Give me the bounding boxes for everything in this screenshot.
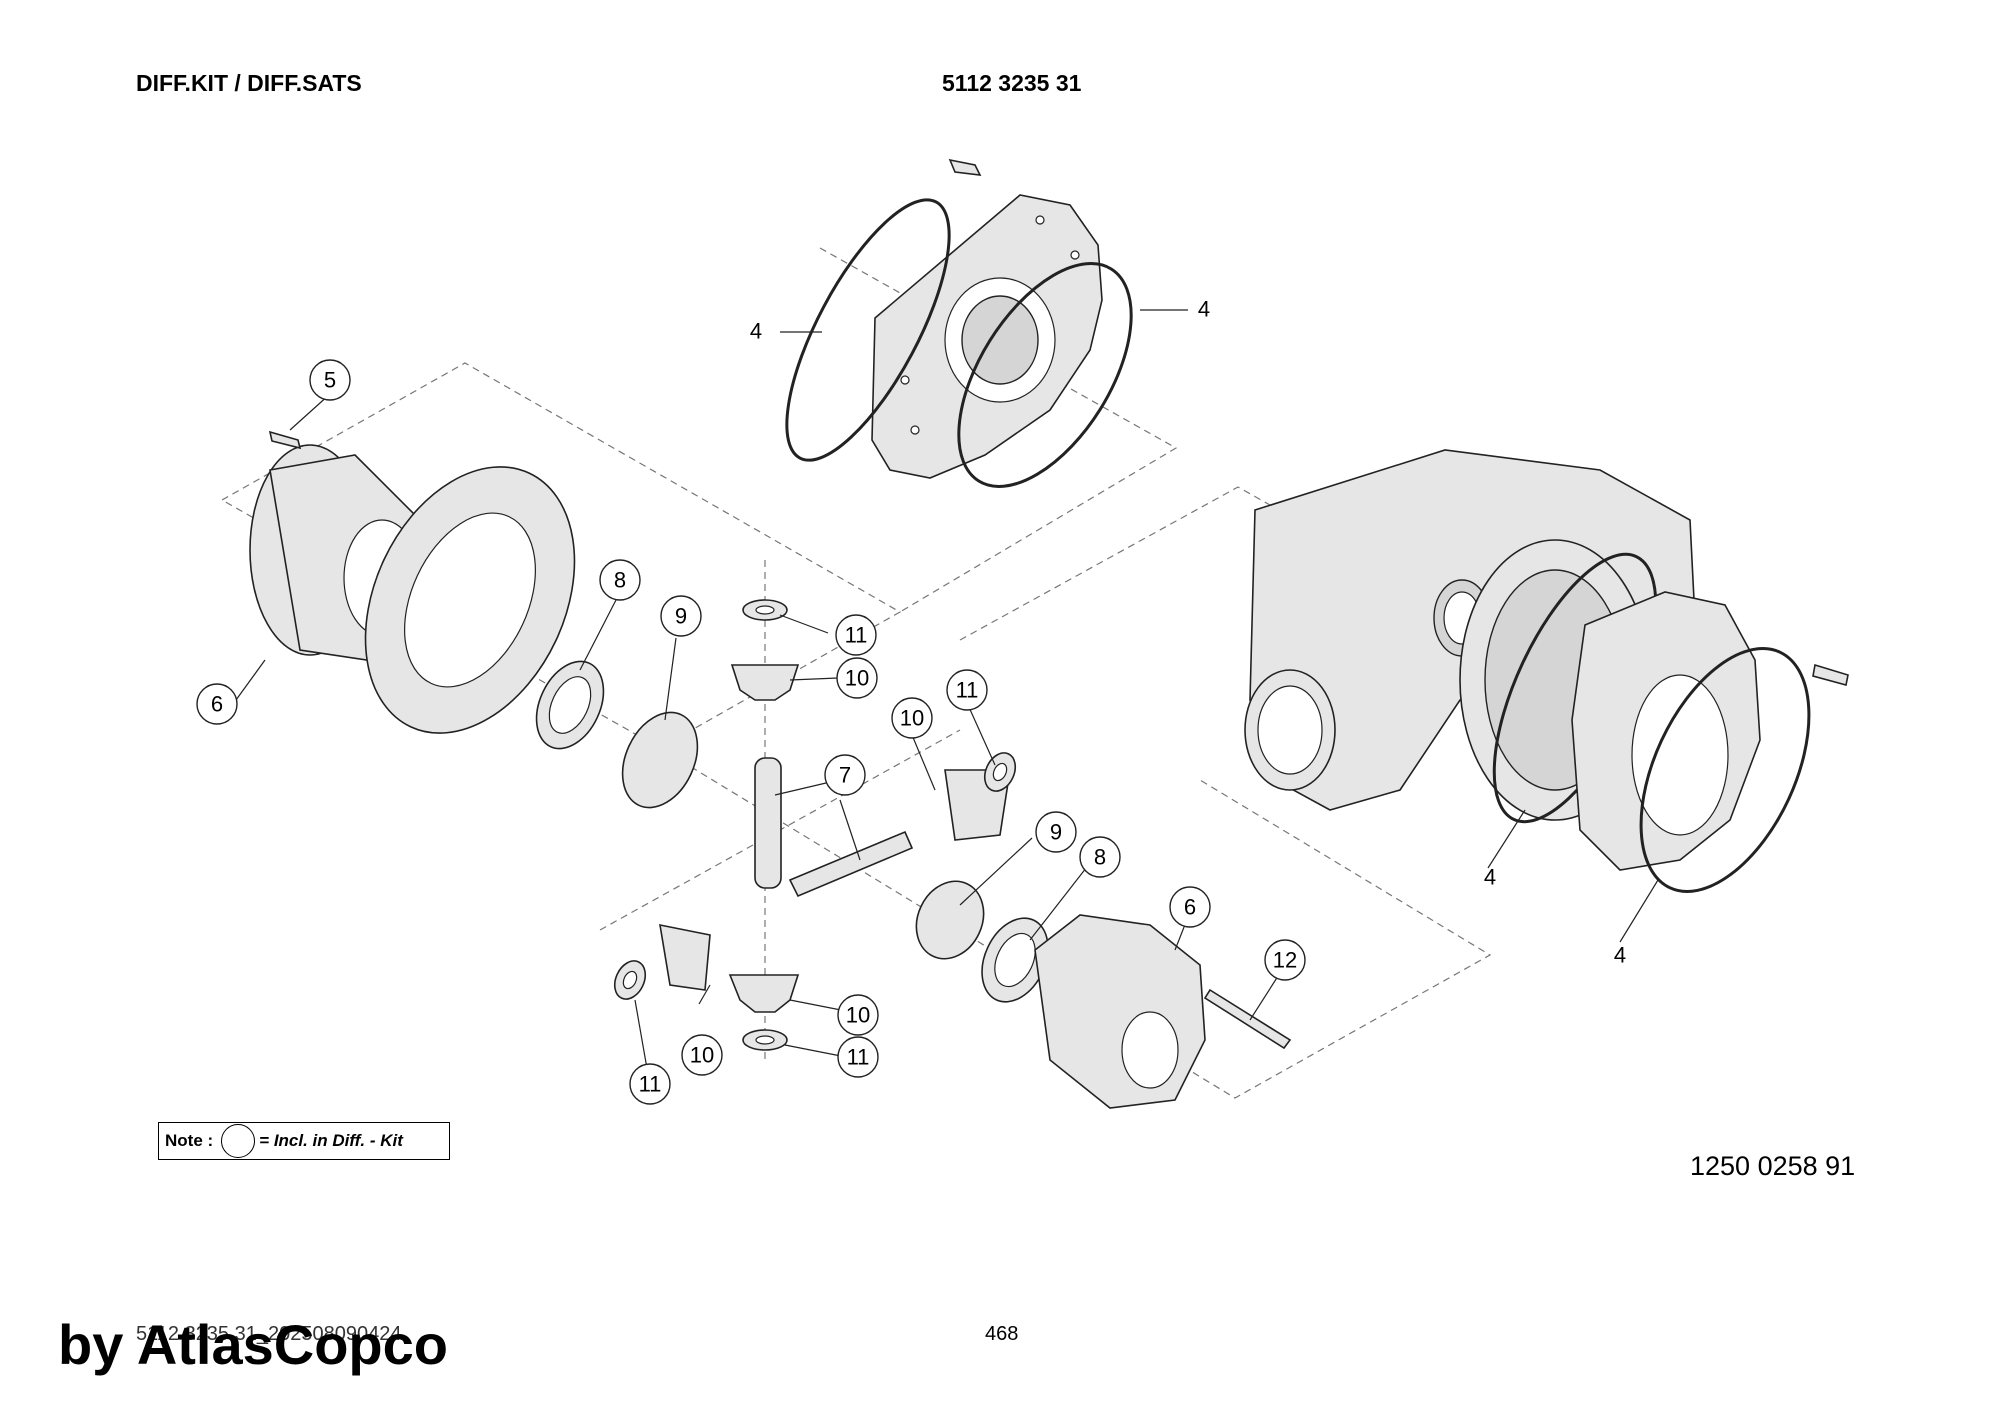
callout-7: 7	[824, 754, 866, 796]
callout-10: 10	[836, 657, 878, 699]
svg-text:6: 6	[1184, 895, 1196, 920]
svg-text:11: 11	[639, 1072, 662, 1097]
watermark: by AtlasCopco	[58, 1313, 448, 1376]
svg-text:11: 11	[845, 623, 868, 648]
o-ring-top-left	[785, 198, 951, 462]
svg-text:11: 11	[847, 1045, 870, 1070]
page-title: DIFF.KIT / DIFF.SATS	[136, 70, 362, 96]
svg-text:10: 10	[690, 1043, 714, 1068]
note-box: Note : = Incl. in Diff. - Kit	[158, 1122, 450, 1160]
pinion-gear-10a	[730, 664, 800, 701]
label-4: 4	[1484, 865, 1496, 890]
callout-5: 5	[309, 359, 351, 401]
note-text: = Incl. in Diff. - Kit	[259, 1131, 403, 1150]
callout-10: 10	[681, 1034, 723, 1076]
o-ring-right-outer	[1639, 647, 1811, 893]
bolt-5	[268, 430, 302, 450]
svg-text:6: 6	[211, 692, 223, 717]
callout-9: 9	[660, 595, 702, 637]
callout-9: 9	[1035, 811, 1077, 853]
label-4: 4	[1614, 943, 1626, 968]
callout-6: 6	[196, 683, 238, 725]
side-gear-9b	[915, 880, 985, 960]
page-number: 468	[985, 1323, 1019, 1345]
bolt-right	[1812, 663, 1849, 686]
o-ring-top-right	[957, 262, 1133, 488]
label-4: 4	[750, 319, 762, 344]
top-bearing-housing	[871, 194, 1103, 479]
bolt-12	[1203, 988, 1292, 1050]
svg-text:11: 11	[956, 678, 979, 703]
cross-pin-horizontal	[788, 830, 914, 898]
pinion-gear-10c	[659, 923, 711, 991]
callout-12: 12	[1264, 939, 1306, 981]
assembly-outline-left	[220, 362, 902, 749]
callout-10: 10	[837, 994, 879, 1036]
drawing-number: 1250 0258 91	[1690, 1151, 1856, 1181]
svg-text:9: 9	[1050, 820, 1062, 845]
svg-text:12: 12	[1273, 948, 1297, 973]
callout-11: 11	[946, 669, 988, 711]
svg-text:10: 10	[900, 706, 924, 731]
callout-11: 11	[835, 614, 877, 656]
footer-doc-id: 5112 3235 31_202508090424	[136, 1323, 402, 1345]
callout-11: 11	[837, 1036, 879, 1078]
bolt-top	[948, 158, 982, 176]
svg-text:8: 8	[1094, 845, 1106, 870]
callout-11: 11	[629, 1063, 671, 1105]
svg-text:10: 10	[845, 666, 869, 691]
svg-text:8: 8	[614, 568, 626, 593]
side-gear-9a	[621, 711, 699, 809]
pinion-gear-10d	[728, 974, 800, 1013]
svg-text:10: 10	[846, 1003, 870, 1028]
cross-pin-vertical	[754, 757, 782, 889]
callout-8: 8	[1079, 836, 1121, 878]
callout-10: 10	[891, 697, 933, 739]
note-prefix: Note :	[165, 1131, 214, 1150]
svg-text:5: 5	[324, 368, 336, 393]
circle-icon	[221, 1124, 256, 1158]
crown-gear	[364, 466, 576, 734]
callout-6: 6	[1169, 886, 1211, 928]
part-number: 5112 3235 31	[942, 70, 1082, 96]
svg-text:9: 9	[675, 604, 687, 629]
label-4: 4	[1198, 297, 1210, 322]
svg-text:7: 7	[839, 763, 851, 788]
callout-8: 8	[599, 559, 641, 601]
diff-case-right	[1034, 914, 1206, 1109]
